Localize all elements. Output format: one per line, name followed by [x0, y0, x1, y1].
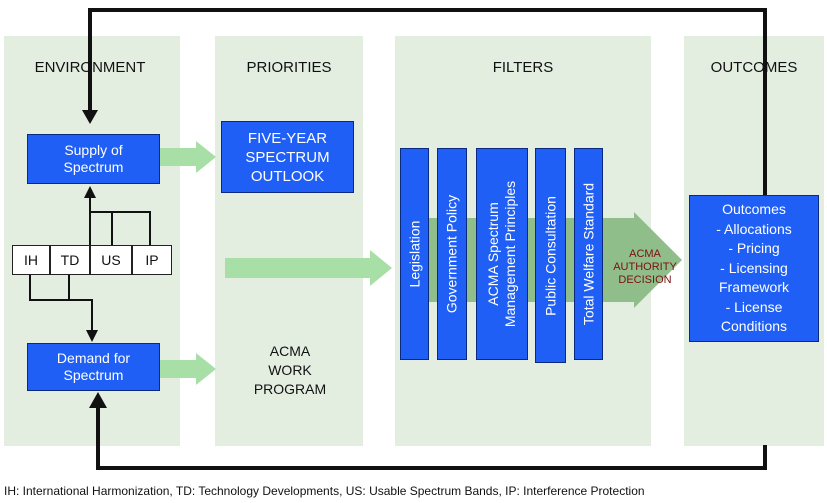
- column-title-filters: FILTERS: [492, 59, 554, 76]
- feedback-loop-top: [88, 8, 767, 195]
- supply-of-spectrum-label: Supply of Spectrum: [63, 142, 124, 175]
- priorities-column: [215, 36, 363, 446]
- outcomes-line: - License: [725, 298, 783, 315]
- filter-acma-principles: ACMA Spectrum Management Principles: [476, 148, 528, 360]
- outcomes-line: Outcomes: [722, 201, 786, 218]
- filter-total-welfare-standard: Total Welfare Standard: [574, 148, 603, 360]
- feedback-arrow-into-demand: [89, 392, 107, 408]
- filter-legislation: Legislation: [400, 148, 429, 360]
- supply-of-spectrum-box: Supply of Spectrum: [27, 134, 160, 184]
- factor-us: US: [90, 245, 132, 275]
- outcomes-line: - Pricing: [728, 240, 780, 257]
- supply-to-outlook-arrow: [160, 141, 216, 173]
- column-title-priorities: PRIORITIES: [246, 59, 332, 76]
- acma-work-program-label: ACMA WORK PROGRAM: [253, 343, 327, 397]
- column-title-outcomes: OUTCOMES: [710, 59, 798, 76]
- demand-for-spectrum-label: Demand for Spectrum: [56, 350, 131, 383]
- outcomes-box: Outcomes - Allocations - Pricing - Licen…: [689, 195, 819, 342]
- filter-acma-principles-label: ACMA Spectrum Management Principles: [485, 180, 518, 328]
- factor-ih: IH: [12, 245, 50, 275]
- factor-ip: IP: [132, 245, 172, 275]
- filter-legislation-label: Legislation: [406, 220, 422, 288]
- legend-caption: IH: International Harmonization, TD: Tec…: [4, 484, 645, 498]
- filter-public-consultation: Public Consultation: [535, 148, 566, 363]
- outcomes-line: - Licensing: [720, 259, 788, 276]
- five-year-outlook-box: FIVE-YEAR SPECTRUM OUTLOOK: [221, 121, 354, 193]
- factors-to-filters-arrow: [225, 250, 392, 286]
- filter-public-consultation-label: Public Consultation: [542, 195, 558, 316]
- filter-total-welfare-label: Total Welfare Standard: [580, 182, 596, 326]
- filter-government-policy-label: Government Policy: [443, 194, 460, 314]
- factor-td: TD: [50, 245, 90, 275]
- acma-authority-decision-label: ACMA AUTHORITY DECISION: [613, 248, 677, 286]
- feedback-arrow-into-supply: [82, 110, 98, 124]
- filter-government-policy: Government Policy: [437, 148, 467, 360]
- demand-to-workprogram-arrow: [160, 353, 216, 385]
- column-title-environment: ENVIRONMENT: [34, 59, 146, 76]
- outcomes-list: Outcomes - Allocations - Pricing - Licen…: [716, 200, 791, 337]
- outcomes-line: Conditions: [720, 318, 788, 335]
- demand-for-spectrum-box: Demand for Spectrum: [27, 343, 160, 391]
- outcomes-line: - Allocations: [716, 220, 792, 237]
- outcomes-line: Framework: [718, 279, 789, 296]
- five-year-outlook-label: FIVE-YEAR SPECTRUM OUTLOOK: [245, 129, 330, 185]
- feedback-loop-bottom: [96, 408, 767, 470]
